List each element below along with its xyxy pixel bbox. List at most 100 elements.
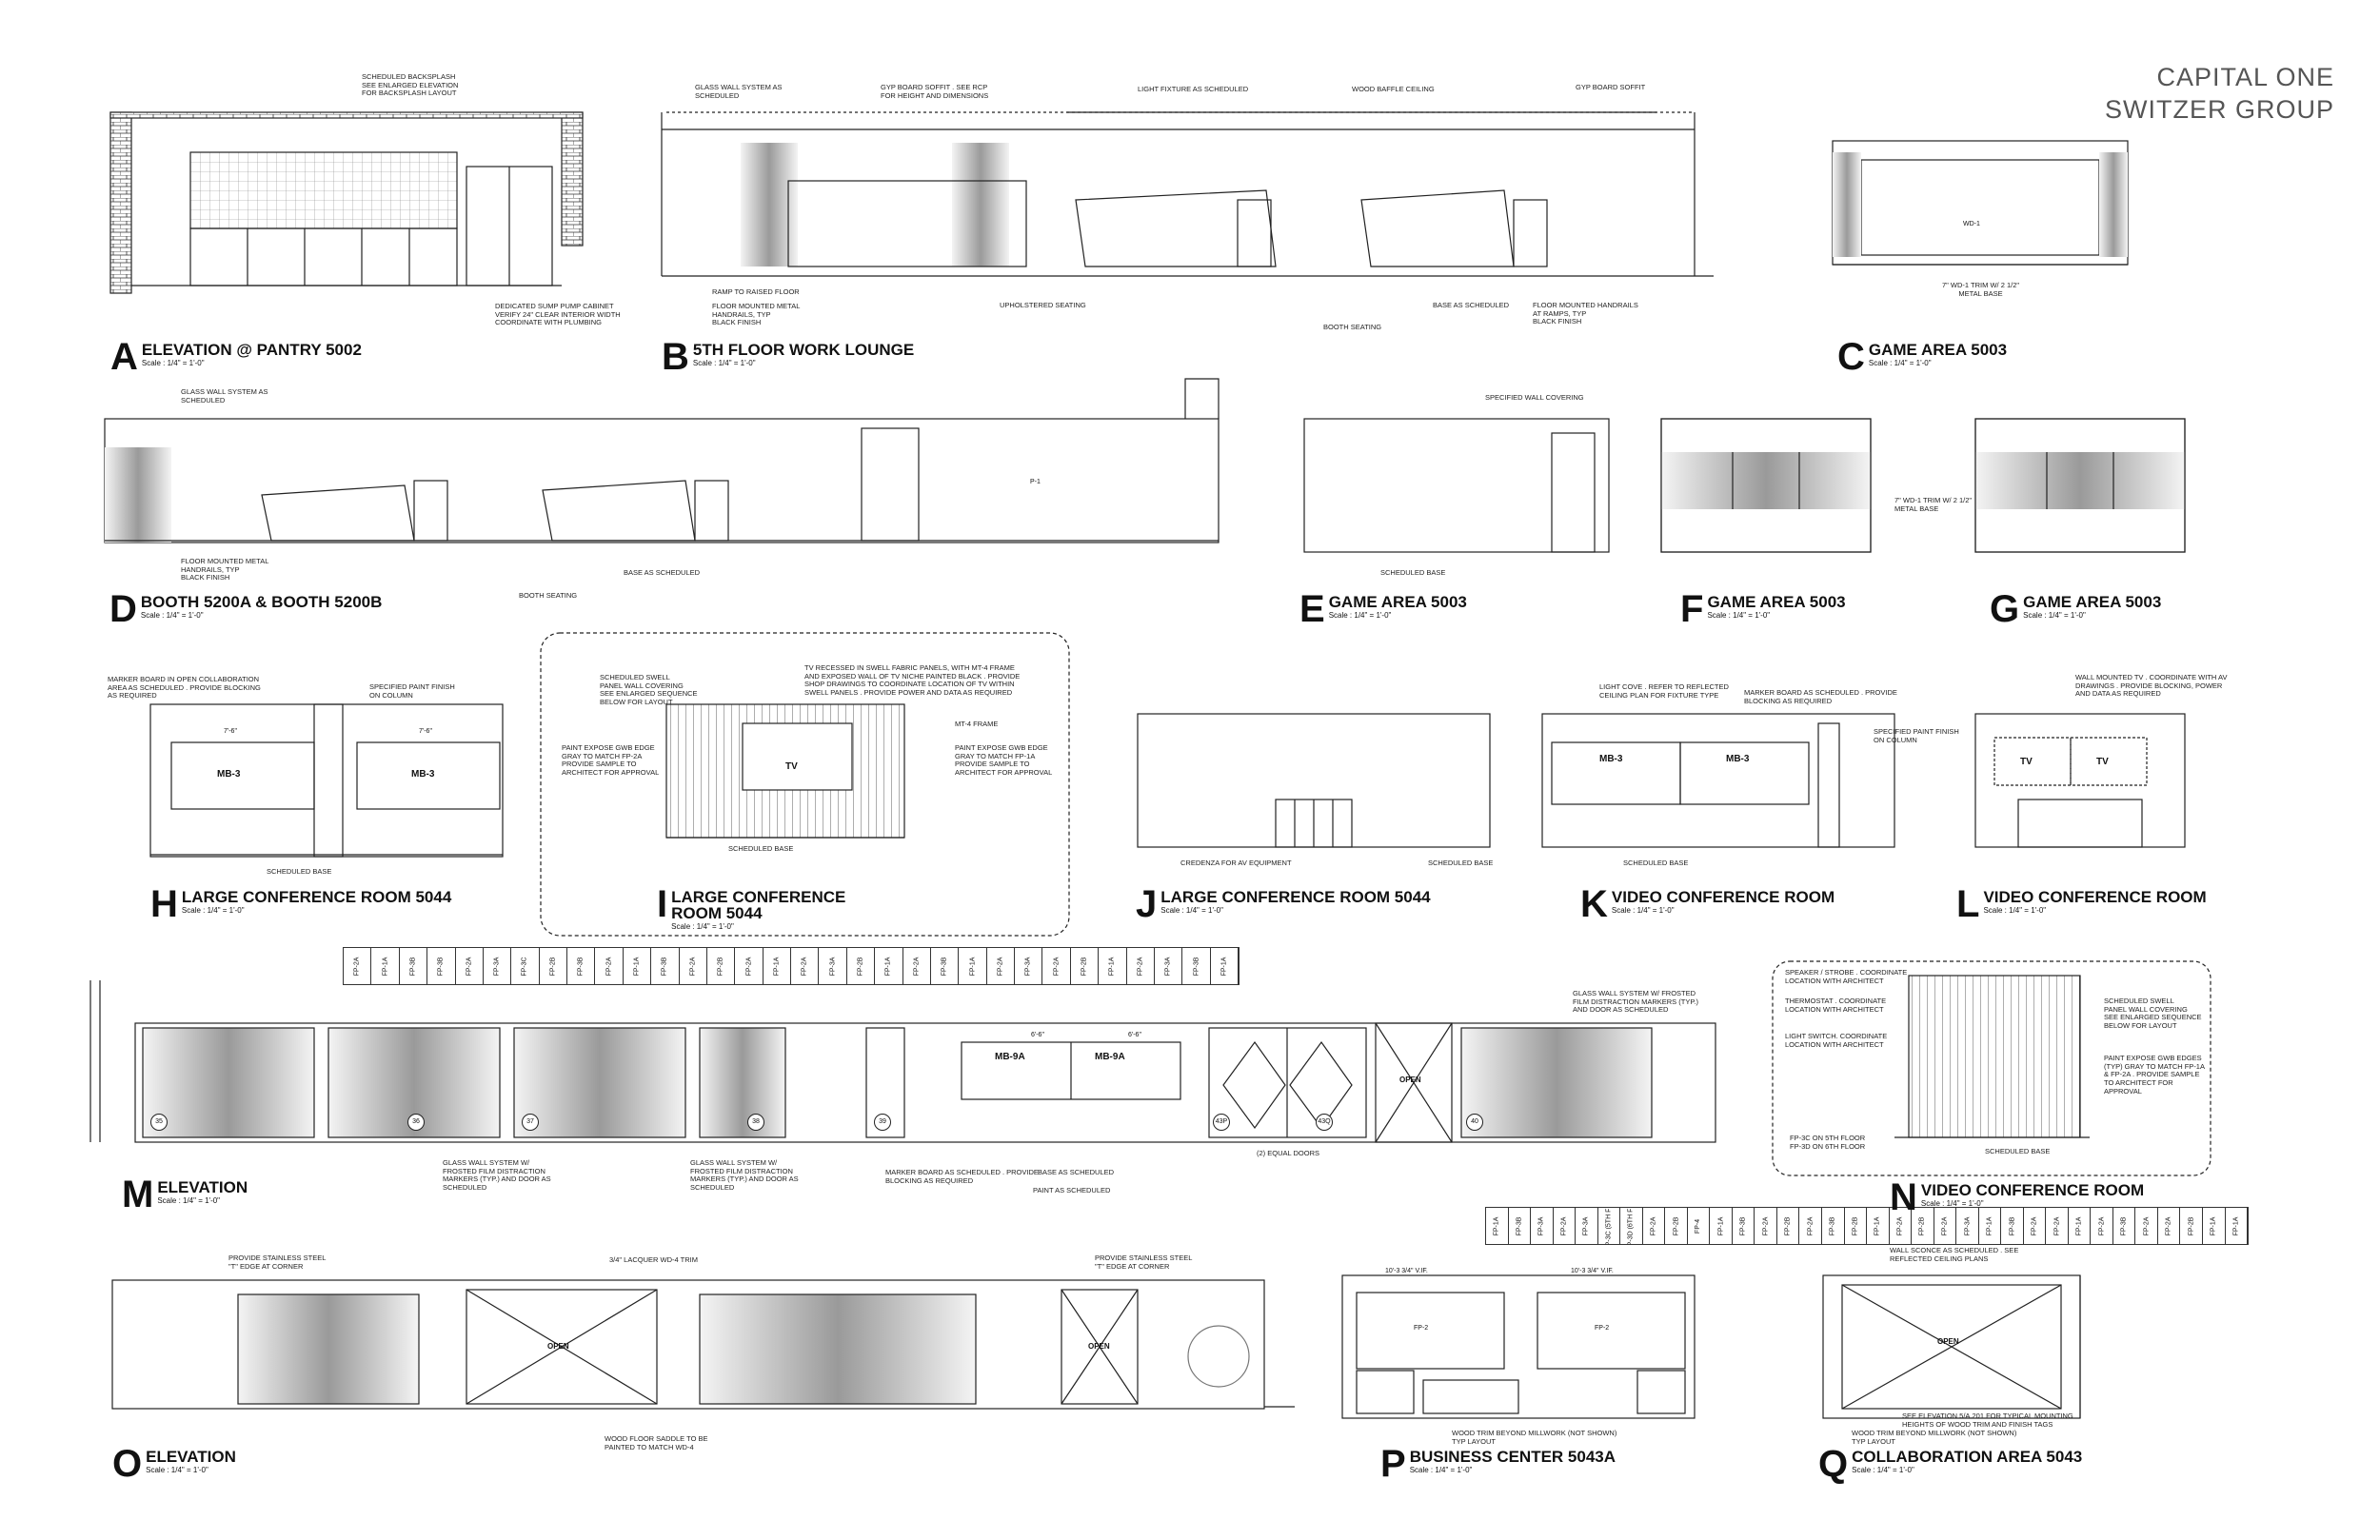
note-o-saddle: WOOD FLOOR SADDLE TO BE PAINTED TO MATCH… bbox=[605, 1434, 708, 1451]
note-b-hand2: FLOOR MOUNTED HANDRAILS AT RAMPS, TYP BL… bbox=[1533, 301, 1638, 326]
paint-finish-code: FP-1A bbox=[968, 957, 976, 976]
note-h-base: SCHEDULED BASE bbox=[267, 867, 332, 876]
paint-finish-cell: FP-4 bbox=[1688, 1208, 1711, 1244]
paint-finish-code: FP-2A bbox=[1137, 957, 1144, 976]
paint-finish-code: FP-2A bbox=[1560, 1216, 1568, 1235]
door-tag: 35 bbox=[150, 1114, 168, 1131]
paint-finish-cell: FP-2A bbox=[456, 948, 484, 984]
paint-finish-code: FP-2B bbox=[1081, 957, 1088, 976]
paint-finish-cell: FP-3A bbox=[1531, 1208, 1554, 1244]
paint-finish-cell: FP-3B bbox=[931, 948, 960, 984]
paint-finish-cell: FP-2A bbox=[1799, 1208, 1822, 1244]
paint-finish-cell: FP-3B bbox=[567, 948, 596, 984]
paint-finish-code: FP-3B bbox=[1192, 957, 1200, 976]
paint-finish-code: FP-2A bbox=[1941, 1216, 1949, 1235]
paint-finish-cell: FP-3A bbox=[819, 948, 847, 984]
paint-finish-code: FP-1A bbox=[884, 957, 892, 976]
paint-finish-cell: FP-3B bbox=[1182, 948, 1211, 984]
note-b-hand: FLOOR MOUNTED METAL HANDRAILS, TYP BLACK… bbox=[712, 302, 801, 327]
paint-finish-code: FP-2A bbox=[2031, 1216, 2038, 1235]
paint-finish-code: FP-2B bbox=[1784, 1216, 1792, 1235]
note-i-paint-l: PAINT EXPOSE GWB EDGE GRAY TO MATCH FP-2… bbox=[562, 743, 660, 777]
note-b-glass: GLASS WALL SYSTEM AS SCHEDULED bbox=[695, 83, 783, 100]
note-b-soffit: GYP BOARD SOFFIT bbox=[1576, 83, 1646, 91]
paint-finish-cell: FP-3C bbox=[511, 948, 540, 984]
paint-finish-cell: FP-2B bbox=[1665, 1208, 1688, 1244]
paint-finish-cell: FP-3A bbox=[1956, 1208, 1979, 1244]
paint-finish-cell: FP-2A bbox=[1554, 1208, 1577, 1244]
door-tag: 43P bbox=[1213, 1114, 1230, 1131]
paint-finish-cell: FP-2B bbox=[540, 948, 567, 984]
paint-finish-code: FP-2B bbox=[857, 957, 864, 976]
paint-finish-cell: FP-1A bbox=[2226, 1208, 2249, 1244]
note-n-switch: LIGHT SWITCH. COORDINATE LOCATION WITH A… bbox=[1785, 1032, 1888, 1049]
paint-finish-code: FP-1A bbox=[1986, 1216, 1993, 1235]
paint-finish-cell: FP-2A bbox=[903, 948, 931, 984]
note-b-booth: BOOTH SEATING bbox=[1323, 323, 1382, 331]
paint-finish-code: FP-3A bbox=[1024, 957, 1032, 976]
open-label-q: OPEN bbox=[1937, 1337, 1959, 1346]
paint-finish-cell: FP-1A bbox=[875, 948, 903, 984]
paint-finish-code: FP-3A bbox=[1963, 1216, 1971, 1235]
mb9a-label-2: MB-9A bbox=[1095, 1052, 1125, 1062]
note-o-lacquer: 3/4" LACQUER WD-4 TRIM bbox=[609, 1255, 698, 1264]
note-k-paint: SPECIFIED PAINT FINISH ON COLUMN bbox=[1874, 727, 1959, 744]
paint-finish-code: FP-1A bbox=[2075, 1216, 2083, 1235]
open-label-o2: OPEN bbox=[1088, 1342, 1110, 1351]
paint-finish-code: FP-2A bbox=[744, 957, 752, 976]
paint-finish-cell: FP-2B bbox=[1845, 1208, 1868, 1244]
paint-finish-cell: FP-2A bbox=[344, 948, 372, 984]
paint-finish-cell: FP-2A bbox=[791, 948, 820, 984]
mb3-label-h1: MB-3 bbox=[217, 769, 241, 780]
note-h-marker: MARKER BOARD IN OPEN COLLABORATION AREA … bbox=[108, 675, 261, 701]
paint-finish-cell: FP-2A bbox=[2158, 1208, 2181, 1244]
note-n-speaker: SPEAKER / STROBE . COORDINATE LOCATION W… bbox=[1785, 968, 1908, 985]
paint-finish-code: FP-1A bbox=[1717, 1216, 1725, 1235]
paint-finish-code: FP-3A bbox=[493, 957, 501, 976]
paint-finish-code: FP-4 bbox=[1695, 1218, 1702, 1234]
fp2-tag-p1: FP-2 bbox=[1414, 1325, 1429, 1332]
paint-finish-code: FP-3B bbox=[1829, 1216, 1836, 1235]
paint-finish-cell: FP-2A bbox=[595, 948, 624, 984]
paint-finish-code: FP-1A bbox=[1493, 1216, 1500, 1235]
paint-finish-code: FP-2A bbox=[2143, 1216, 2151, 1235]
wd1-tag-c: WD-1 bbox=[1963, 221, 1980, 227]
paint-finish-code: FP-2A bbox=[353, 957, 361, 976]
tv-label-i: TV bbox=[785, 761, 798, 772]
paint-finish-cell: FP-3B bbox=[1822, 1208, 1845, 1244]
paint-finish-cell: FP-1A bbox=[1486, 1208, 1509, 1244]
paint-finish-cell: FP-3B bbox=[427, 948, 456, 984]
paint-finish-code: FP-2B bbox=[2188, 1216, 2195, 1235]
paint-finish-cell: FP-3B bbox=[400, 948, 428, 984]
mb9a-label-1: MB-9A bbox=[995, 1052, 1025, 1062]
dim-76-h2: 7'-6" bbox=[419, 728, 432, 735]
note-n-base: SCHEDULED BASE bbox=[1985, 1147, 2051, 1155]
paint-finish-cell: FP-3B bbox=[2001, 1208, 2024, 1244]
fp2-tag-p2: FP-2 bbox=[1595, 1325, 1610, 1332]
paint-finish-cell: FP-1A bbox=[2203, 1208, 2226, 1244]
paint-finish-code: FP-2B bbox=[1673, 1216, 1680, 1235]
dim-66-2: 6'-6" bbox=[1128, 1032, 1141, 1038]
note-b-ramp: RAMP TO RAISED FLOOR bbox=[712, 287, 800, 296]
note-d-booth: BOOTH SEATING bbox=[519, 591, 578, 600]
note-k-base: SCHEDULED BASE bbox=[1623, 859, 1689, 867]
paint-finish-code: FP-3A bbox=[1537, 1216, 1545, 1235]
p1-tag-d: P-1 bbox=[1030, 479, 1041, 485]
paint-finish-cell: FP-3A bbox=[1155, 948, 1183, 984]
paint-finish-cell: FP-2A bbox=[735, 948, 764, 984]
paint-finish-code: FP-3A bbox=[1582, 1216, 1590, 1235]
note-n-paint: PAINT EXPOSE GWB EDGES (TYP) GRAY TO MAT… bbox=[2104, 1054, 2205, 1096]
firm-name-line2: SWITZER GROUP bbox=[2105, 95, 2334, 124]
dim-p-1: 10'-3 3/4" V.IF. bbox=[1385, 1268, 1428, 1274]
paint-finish-code: FP-2A bbox=[1650, 1216, 1657, 1235]
paint-finish-code: FP-2A bbox=[2053, 1216, 2061, 1235]
open-label-m: OPEN bbox=[1399, 1076, 1421, 1084]
